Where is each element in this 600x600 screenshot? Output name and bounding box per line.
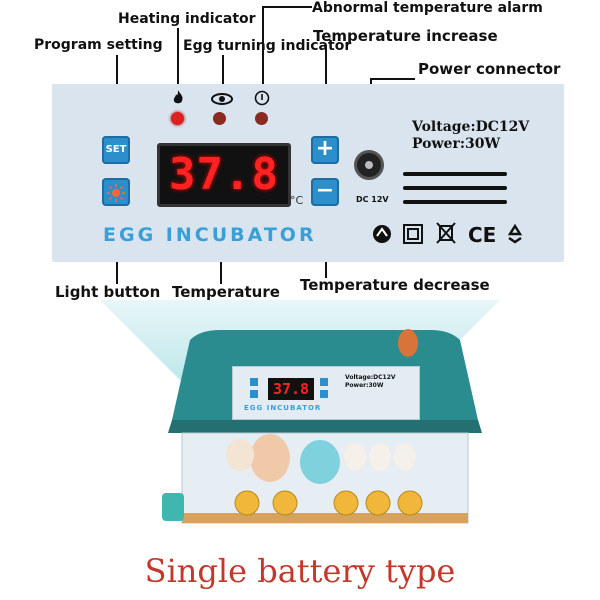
device-voltage: Voltage:DC12V (345, 374, 396, 381)
recycle-arrows-icon (505, 223, 525, 244)
device-light-button[interactable] (250, 390, 258, 398)
voltage-spec: Voltage:DC12V (412, 119, 530, 135)
light-button[interactable] (102, 178, 130, 206)
double-square-icon (403, 224, 423, 244)
weee-bin-icon (436, 222, 456, 244)
temp-increase-label: Temperature increase (313, 27, 498, 45)
celsius-unit: °C (290, 194, 304, 207)
set-button[interactable]: SET (102, 136, 130, 164)
temp-decrease-button[interactable]: − (311, 178, 339, 206)
device-minus-button[interactable] (320, 390, 328, 398)
temp-decrease-label: Temperature decrease (300, 276, 490, 294)
heating-indicator-label: Heating indicator (118, 11, 256, 27)
sun-icon (106, 178, 126, 206)
power-connector[interactable] (354, 150, 384, 180)
recycle-icon (372, 224, 392, 244)
vent-slot (403, 186, 507, 190)
temp-increase-button[interactable]: + (311, 136, 339, 164)
device-set-button[interactable] (250, 378, 258, 386)
brand-label: EGG INCUBATOR (103, 224, 317, 246)
device-plus-button[interactable] (320, 378, 328, 386)
device-display: 37.8 (268, 378, 314, 400)
heating-leader-line (177, 28, 179, 90)
vent-slot (403, 200, 507, 204)
device-brand: EGG INCUBATOR (244, 404, 322, 412)
power-connector-label: Power connector (418, 60, 561, 78)
egg-turning-label: Egg turning indicator (183, 38, 352, 54)
power-spec: Power:30W (412, 136, 501, 152)
alarm-led (255, 112, 268, 125)
caption: Single battery type (144, 552, 456, 590)
ce-mark: CE (468, 223, 497, 247)
abnormal-alarm-label: Abnormal temperature alarm (312, 0, 543, 16)
power-leader-line-h (370, 78, 415, 80)
turning-led (213, 112, 226, 125)
program-setting-label: Program setting (34, 37, 163, 53)
vent-slot (403, 172, 507, 176)
rotate-icon (210, 91, 234, 105)
heating-led (171, 112, 184, 125)
flame-icon (171, 90, 185, 106)
alarm-leader-line (262, 6, 264, 90)
alarm-leader-line-h (262, 6, 312, 8)
dc-label: DC 12V (356, 195, 389, 204)
turning-leader-line (222, 55, 224, 90)
light-button-label: Light button (55, 283, 161, 301)
alarm-icon (254, 90, 270, 106)
device-power: Power:30W (345, 382, 384, 389)
incubator-device (160, 325, 490, 540)
temperature-label: Temperature (172, 283, 280, 301)
temperature-display: 37.8 (157, 143, 291, 207)
